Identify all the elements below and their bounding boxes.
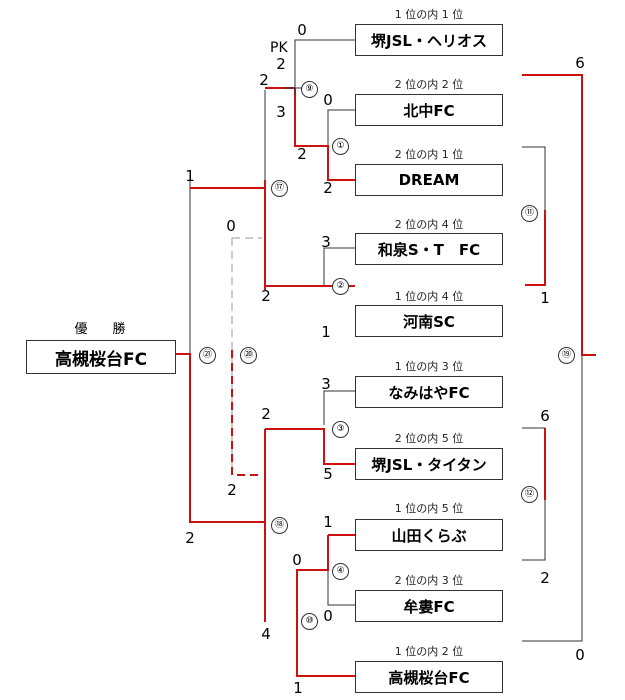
- match-number: ⑨: [301, 81, 318, 98]
- score: 1: [540, 289, 550, 307]
- score: 2: [540, 569, 550, 587]
- match-number: ⑫: [521, 486, 538, 503]
- team-seed: 2 位の内 4 位: [394, 218, 464, 231]
- score: 2: [323, 179, 333, 197]
- team-seed: 1 位の内 3 位: [394, 360, 464, 373]
- team-seed: 2 位の内 1 位: [394, 148, 464, 161]
- team-box: 堺JSL・ヘリオス: [355, 24, 503, 56]
- score: 3: [321, 375, 331, 393]
- team-box: 北中FC: [355, 94, 503, 126]
- score: 2: [261, 287, 271, 305]
- team-seed: 2 位の内 3 位: [394, 574, 464, 587]
- match-number: ⑰: [271, 180, 288, 197]
- team-seed: 2 位の内 5 位: [394, 432, 464, 445]
- match-number: ⑳: [240, 347, 257, 364]
- score: 0: [323, 91, 333, 109]
- score: 0: [297, 21, 307, 39]
- score: 6: [575, 54, 585, 72]
- score: 2: [227, 481, 237, 499]
- score: 0: [226, 217, 236, 235]
- score: 0: [575, 646, 585, 664]
- team-box: DREAM: [355, 164, 503, 196]
- score: 2: [297, 145, 307, 163]
- match-number: ⑩: [301, 613, 318, 630]
- match-number: ①: [332, 138, 349, 155]
- team-seed: 1 位の内 1 位: [394, 8, 464, 21]
- score: 2: [185, 529, 195, 547]
- score: 0: [292, 551, 302, 569]
- match-number: ㉑: [199, 347, 216, 364]
- score: 1: [293, 679, 303, 697]
- pk-label: PK: [270, 40, 288, 56]
- score: 1: [185, 167, 195, 185]
- team-box: 山田くらぶ: [355, 519, 503, 551]
- score: 1: [323, 513, 333, 531]
- score: 3: [321, 233, 331, 251]
- score: 6: [540, 407, 550, 425]
- team-seed: 1 位の内 4 位: [394, 290, 464, 303]
- score: 2: [259, 71, 269, 89]
- match-number: ②: [332, 278, 349, 295]
- score: 0: [323, 607, 333, 625]
- champion-team: 高槻桜台FC: [26, 340, 176, 374]
- team-box: 牟婁FC: [355, 590, 503, 622]
- score: 1: [321, 323, 331, 341]
- score: 3: [276, 103, 286, 121]
- team-box: 堺JSL・タイタン: [355, 448, 503, 480]
- team-box: 高槻桜台FC: [355, 661, 503, 693]
- team-seed: 1 位の内 2 位: [394, 645, 464, 658]
- score: 2: [261, 405, 271, 423]
- team-seed: 2 位の内 2 位: [394, 78, 464, 91]
- match-number: ③: [332, 421, 349, 438]
- team-box: なみはやFC: [355, 376, 503, 408]
- team-box: 和泉S・T FC: [355, 233, 503, 265]
- score: 5: [323, 465, 333, 483]
- match-number: ④: [332, 563, 349, 580]
- match-number: ⑲: [558, 347, 575, 364]
- team-box: 河南SC: [355, 305, 503, 337]
- match-number: ⑪: [521, 205, 538, 222]
- score: 2: [276, 55, 286, 73]
- score: 4: [261, 625, 271, 643]
- champion-label: 優 勝: [74, 322, 132, 337]
- match-number: ⑱: [271, 517, 288, 534]
- team-seed: 1 位の内 5 位: [394, 502, 464, 515]
